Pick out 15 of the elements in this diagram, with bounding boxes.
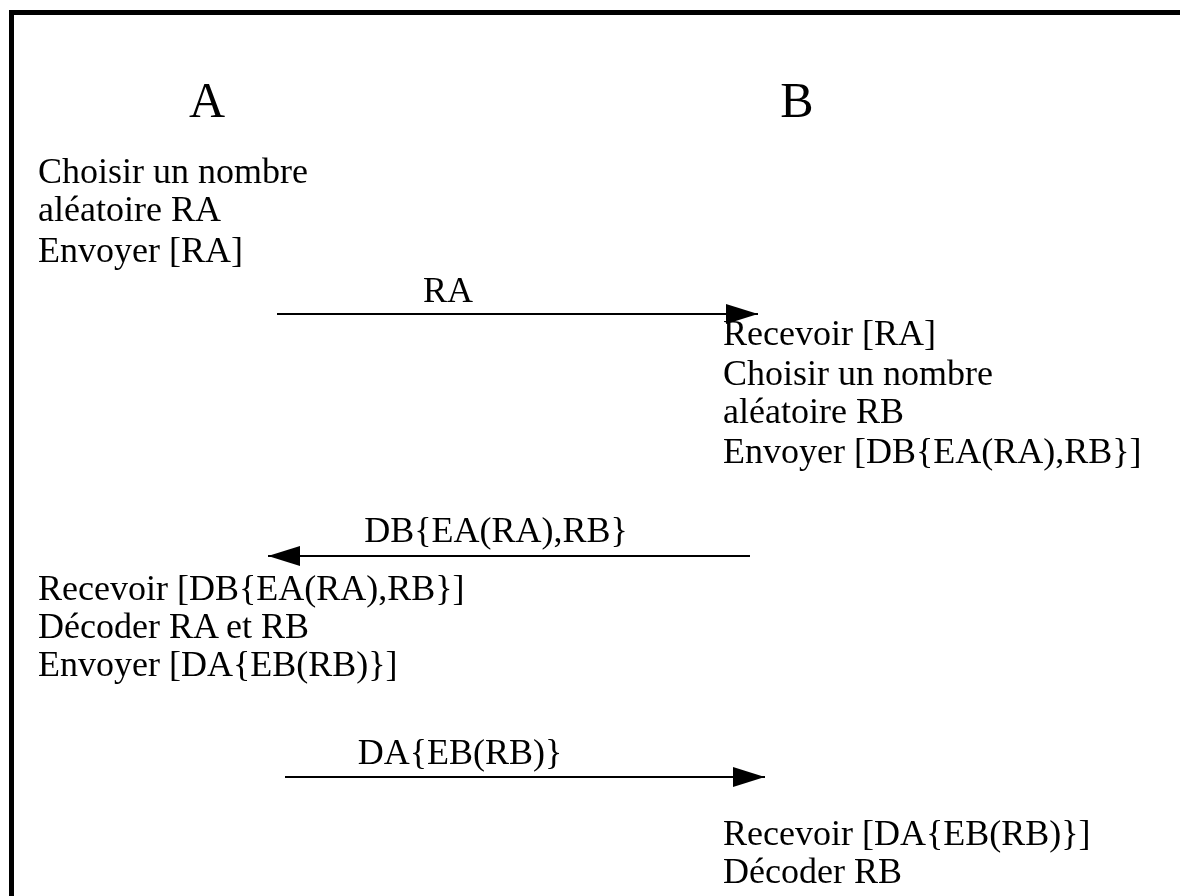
step-text: Recevoir [DB{EA(RA),RB}]: [38, 569, 465, 607]
step-text: Envoyer [DB{EA(RA),RB}]: [723, 432, 1142, 470]
step-text: Recevoir [DA{EB(RB)}]: [723, 814, 1091, 852]
step-text: Décoder RB: [723, 852, 902, 890]
step-text: Décoder RA et RB: [38, 607, 309, 645]
arrow: [267, 546, 751, 566]
step-text: Envoyer [DA{EB(RB)}]: [38, 645, 398, 683]
party-label: B: [780, 72, 814, 128]
step-text: Choisir un nombre aléatoire RA: [38, 152, 309, 228]
arrow: [276, 304, 759, 324]
step-text: Choisir un nombre aléatoire RB: [723, 354, 994, 430]
arrow: [284, 767, 766, 787]
party-label: A: [188, 72, 226, 128]
step-text: Recevoir [RA]: [723, 314, 936, 352]
step-text: Envoyer [RA]: [38, 231, 243, 269]
